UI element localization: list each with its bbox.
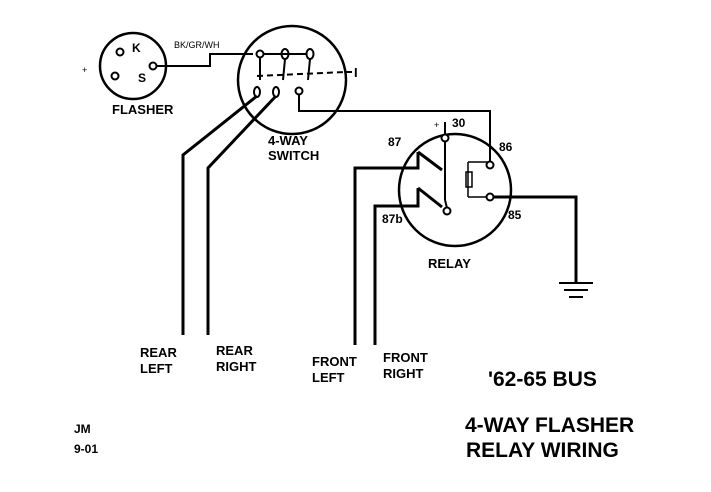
switch-body (236, 24, 348, 136)
relay-plus-label: + (434, 120, 439, 130)
switch-terminal-top-3 (305, 48, 315, 60)
relay-contact-87 (417, 150, 443, 172)
relay-moving-contact (442, 206, 452, 216)
relay-armature (444, 199, 448, 209)
wire-front-left (353, 152, 420, 345)
relay-body (397, 132, 513, 248)
relay-pin-86-label: 86 (499, 140, 513, 154)
output-rear-left-line2: LEFT (140, 361, 173, 376)
four-way-switch: I 4-WAY SWITCH (236, 24, 358, 163)
relay-pin-87b-label: 87b (382, 212, 403, 226)
switch-contact-2 (282, 58, 286, 81)
flasher-terminal-plus (110, 71, 120, 81)
author-date: 9-01 (74, 442, 98, 456)
flasher-pin-s-label: S (138, 71, 146, 85)
output-rear-left-line1: REAR (140, 345, 177, 360)
output-front-left-line2: LEFT (312, 370, 345, 385)
model-label: '62-65 BUS (488, 368, 597, 391)
relay-label: RELAY (428, 256, 471, 271)
wire-relay-85-ground (494, 195, 578, 283)
flasher-pin-k-label: K (132, 41, 141, 55)
relay-terminal-86 (485, 160, 495, 170)
relay-terminal-30 (440, 133, 450, 143)
wire-switch-to-relay-86 (298, 95, 491, 162)
flasher-unit: K S + FLASHER (82, 31, 174, 117)
flasher-terminal-k (115, 47, 125, 57)
ground-symbol (559, 282, 593, 298)
author-initials: JM (74, 422, 91, 436)
output-front-right-line1: FRONT (383, 350, 428, 365)
switch-terminal-bottom-1 (253, 86, 261, 98)
wire-front-right (373, 188, 420, 345)
switch-mark: I (354, 65, 358, 80)
title-line2: RELAY WIRING (466, 439, 619, 462)
relay-pin-85-label: 85 (508, 208, 522, 222)
flasher-terminal-s (148, 61, 158, 71)
title-line1: 4-WAY FLASHER (465, 414, 634, 437)
switch-contact-3 (307, 58, 311, 81)
wire-flasher-to-switch (156, 53, 253, 67)
wire-rear-right (206, 94, 278, 335)
relay-contact-87b (417, 186, 443, 209)
switch-actuator-link (256, 71, 346, 77)
flasher-label: FLASHER (112, 102, 174, 117)
flasher-plus-label: + (82, 65, 87, 75)
switch-terminal-bottom-2 (272, 86, 280, 98)
switch-terminal-top-1 (255, 49, 265, 59)
wire-color-label: BK/GR/WH (174, 40, 220, 50)
output-rear-right-line1: REAR (216, 343, 253, 358)
output-front-left-line1: FRONT (312, 354, 357, 369)
relay-unit: + 30 87 87b 86 85 RELAY (382, 116, 522, 271)
switch-label-line2: SWITCH (268, 148, 319, 163)
relay-coil (465, 171, 473, 188)
relay-pin-87-label: 87 (388, 135, 402, 149)
switch-terminal-bottom-3 (294, 86, 304, 96)
output-front-right-line2: RIGHT (383, 366, 424, 381)
wire-rear-left (181, 94, 258, 335)
switch-label-line1: 4-WAY (268, 133, 308, 148)
output-rear-right-line2: RIGHT (216, 359, 257, 374)
relay-terminal-85 (485, 192, 495, 202)
relay-pin-30-label: 30 (452, 116, 466, 130)
